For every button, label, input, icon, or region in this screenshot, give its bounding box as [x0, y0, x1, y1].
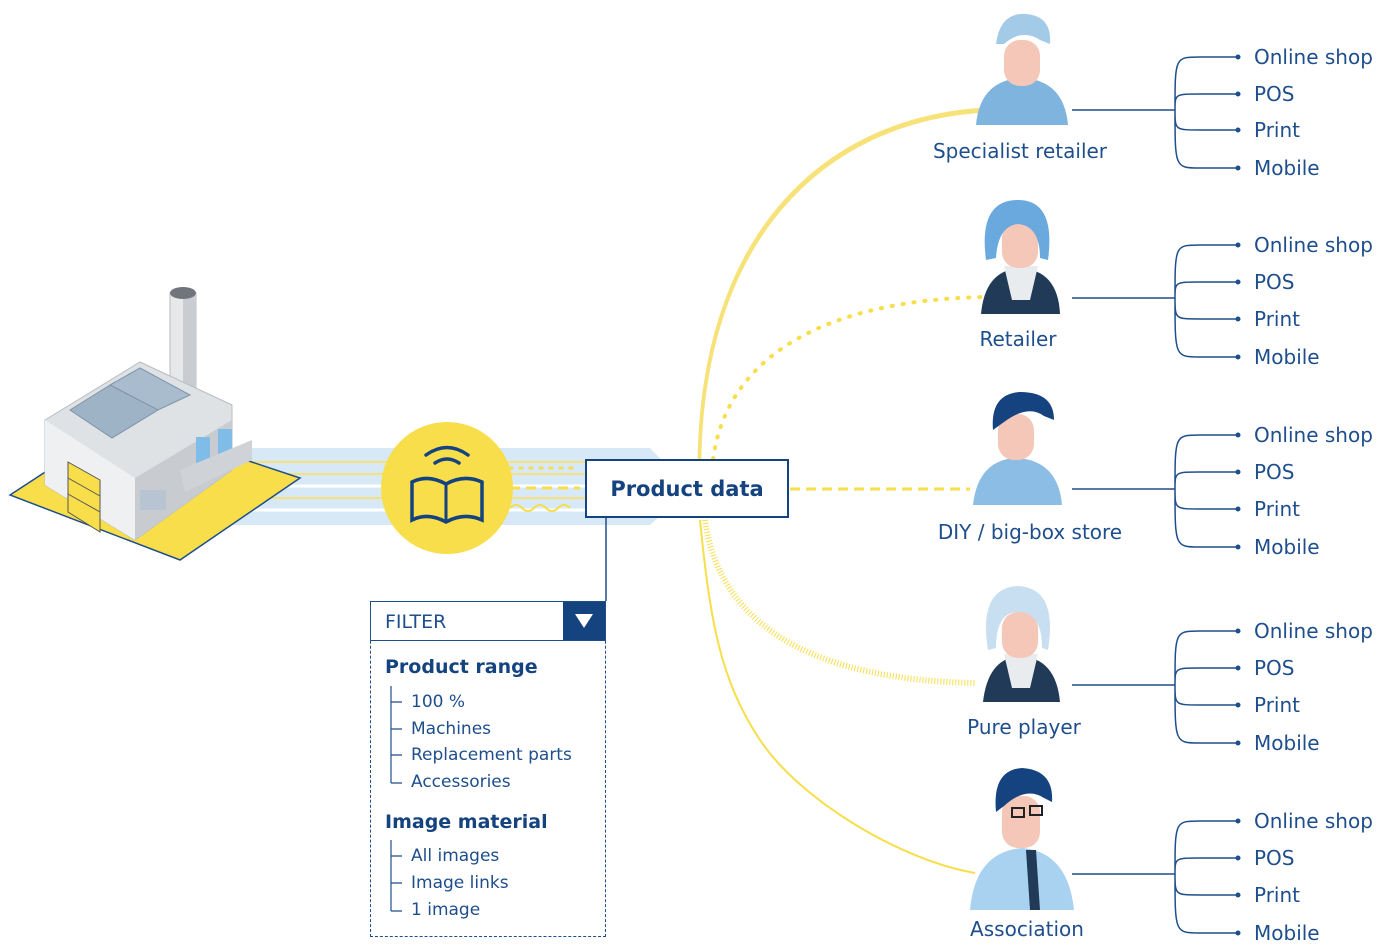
- channel-label: Mobile: [1254, 535, 1320, 559]
- person-icon: [976, 13, 1068, 125]
- filter-item[interactable]: Image links: [411, 873, 509, 893]
- filter-group-product-range: Product range: [385, 656, 538, 678]
- channel-label: Mobile: [1254, 731, 1320, 755]
- role-label-specialist-retailer: Specialist retailer: [932, 139, 1108, 163]
- channel-label: Online shop: [1254, 423, 1373, 447]
- channel-label: Online shop: [1254, 233, 1373, 257]
- channel-label: Print: [1254, 497, 1301, 521]
- filter-item[interactable]: All images: [411, 846, 500, 866]
- role-label-diy-store: DIY / big-box store: [937, 520, 1123, 544]
- filter-group-image-material: Image material: [385, 811, 548, 833]
- person-icon: [983, 586, 1060, 702]
- channel-label: Print: [1254, 307, 1301, 331]
- channel-label: Print: [1254, 883, 1301, 907]
- channel-label: Mobile: [1254, 345, 1320, 369]
- channel-label: Print: [1254, 118, 1301, 142]
- channel-label: Online shop: [1254, 619, 1373, 643]
- filter-label: FILTER: [385, 611, 447, 633]
- channel-label: Print: [1254, 693, 1301, 717]
- factory-icon: [8, 287, 302, 561]
- role-label-pure-player: Pure player: [967, 715, 1081, 739]
- channel-label: POS: [1254, 656, 1295, 680]
- channel-label: Mobile: [1254, 156, 1320, 180]
- channel-label: Online shop: [1254, 45, 1373, 69]
- filter-item[interactable]: 100 %: [411, 692, 466, 712]
- role-label-association: Association: [970, 917, 1084, 941]
- person-icon: [973, 392, 1062, 505]
- filter-item[interactable]: 1 image: [411, 900, 481, 920]
- filter-dropdown[interactable]: FILTER: [370, 601, 606, 641]
- role-label-retailer: Retailer: [979, 327, 1057, 351]
- channel-label: POS: [1254, 846, 1295, 870]
- filter-item[interactable]: Replacement parts: [411, 745, 572, 765]
- filter-item[interactable]: Machines: [411, 719, 492, 739]
- channel-label: POS: [1254, 460, 1295, 484]
- product-data-label: Product data: [610, 476, 764, 501]
- channel-label: POS: [1254, 82, 1295, 106]
- channel-label: POS: [1254, 270, 1295, 294]
- person-icon: [970, 768, 1074, 910]
- product-data-box: Product data: [585, 459, 789, 518]
- catalog-signal-icon: [381, 422, 513, 554]
- channel-brackets: [1072, 54, 1241, 936]
- distribution-lines: [605, 107, 987, 874]
- channel-label: Online shop: [1254, 809, 1373, 833]
- chevron-down-icon[interactable]: [563, 602, 605, 640]
- filter-item[interactable]: Accessories: [411, 772, 511, 792]
- person-icon: [981, 200, 1060, 314]
